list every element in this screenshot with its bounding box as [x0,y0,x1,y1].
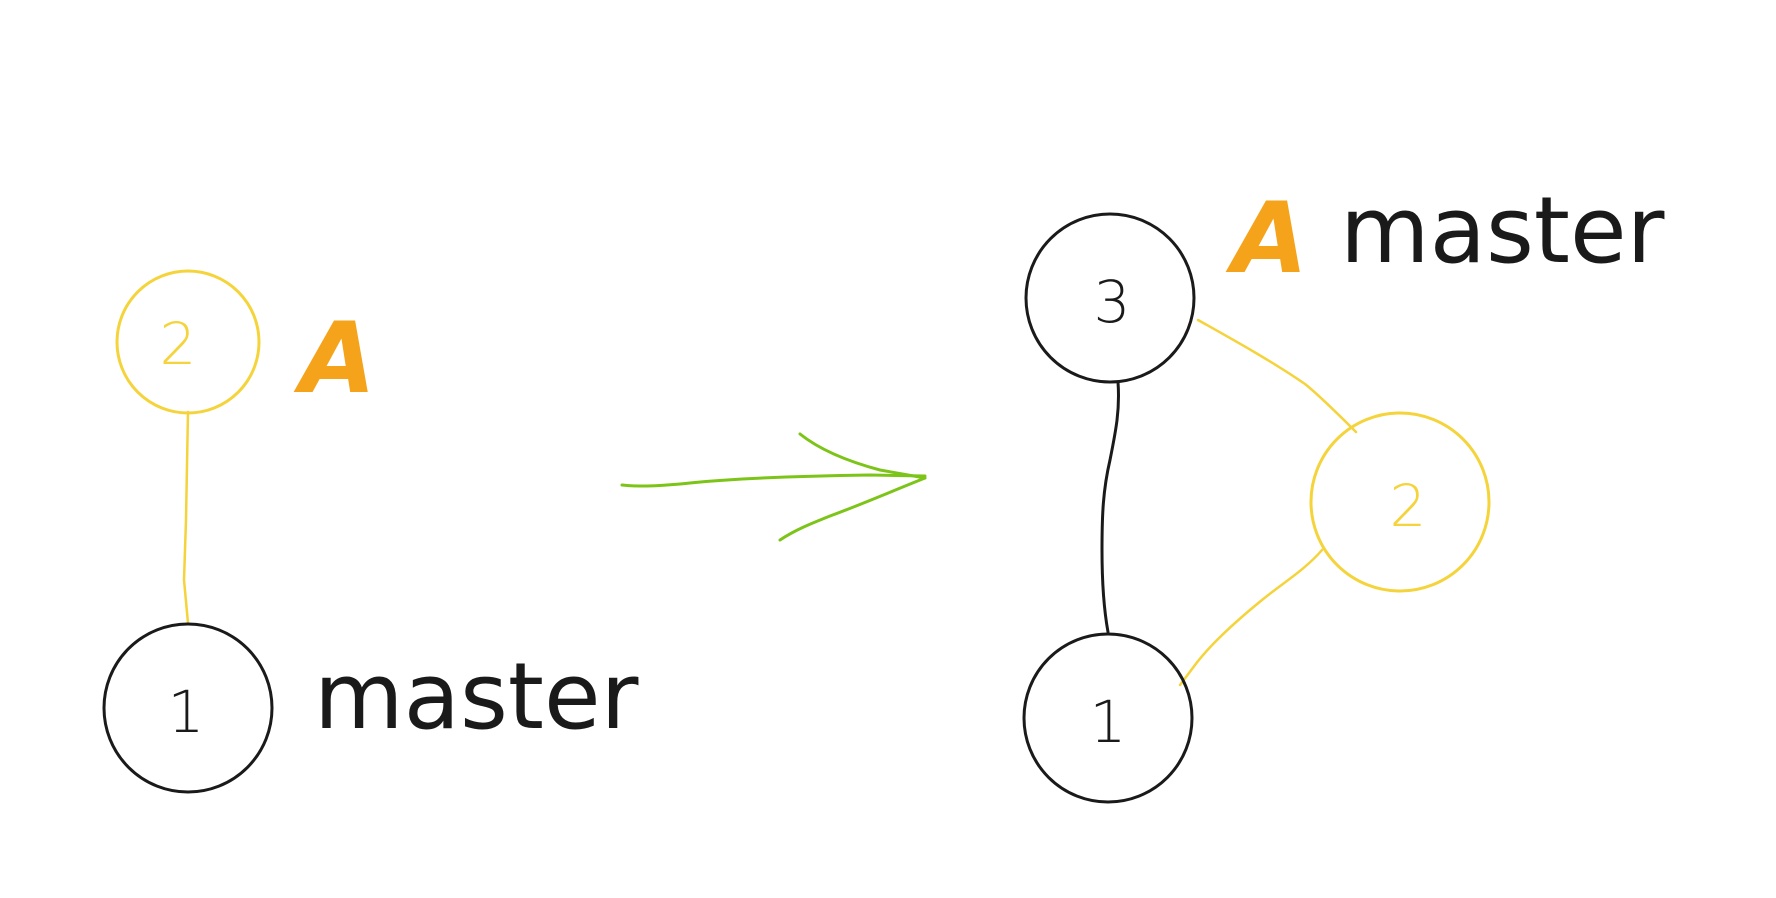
commit-circle [1022,632,1194,804]
connector-after-3-2 [1196,318,1358,434]
tag-label-after: A [1225,182,1308,296]
commit-node-before-2: 2 [115,269,261,415]
right-arrow-icon [620,432,927,542]
before-state: 2 1 A master [102,269,639,794]
branch-label-before: master [314,643,639,750]
arrow-head-lower [778,476,927,542]
commit-label: 1 [1090,688,1127,756]
commit-circle [1024,212,1196,384]
arrow-head-upper [798,432,927,480]
arrow-shaft [620,473,927,488]
commit-label: 2 [1390,472,1427,540]
commit-node-before-1: 1 [102,622,274,794]
connector-after-2-1 [1178,548,1324,687]
commit-node-after-3: 3 [1024,212,1196,384]
commit-node-after-1: 1 [1022,632,1194,804]
commit-label: 3 [1094,268,1131,336]
after-state: 3 2 1 A master [1022,177,1665,804]
tag-label-before: A [293,302,376,416]
commit-node-after-2: 2 [1309,411,1491,593]
commit-circle [115,269,261,415]
connector-before-2-1 [182,410,190,625]
commit-label: 1 [168,678,205,746]
branch-label-after: master [1340,177,1665,284]
connector-after-3-1 [1100,380,1120,634]
commit-label: 2 [160,310,197,378]
commit-circle [1309,411,1491,593]
commit-circle [102,622,274,794]
